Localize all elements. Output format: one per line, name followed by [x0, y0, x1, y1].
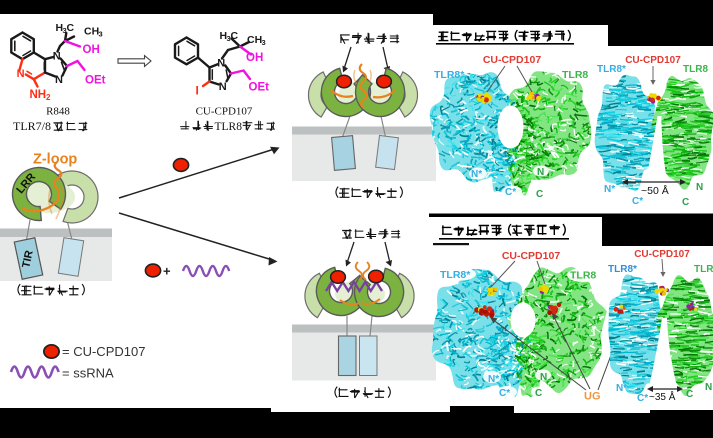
svg-text:TLR8*: TLR8*: [434, 69, 465, 81]
svg-text:OEt: OEt: [85, 75, 106, 87]
svg-text:+: +: [163, 264, 171, 279]
svg-text:NH: NH: [30, 89, 47, 101]
svg-text:3: 3: [99, 30, 103, 39]
svg-text:C: C: [67, 22, 75, 34]
svg-text:TLR8*: TLR8*: [608, 264, 637, 275]
svg-text:3: 3: [227, 34, 231, 43]
svg-text:N: N: [55, 74, 63, 86]
svg-text:C: C: [231, 30, 239, 42]
svg-text:C*: C*: [499, 388, 510, 399]
svg-text:C: C: [686, 389, 693, 400]
svg-text:= CU-CPD107: = CU-CPD107: [62, 344, 145, 359]
svg-text:C: C: [535, 388, 542, 399]
svg-text:N: N: [219, 81, 227, 93]
svg-text:C*: C*: [632, 196, 643, 207]
svg-text:OH: OH: [83, 44, 100, 56]
svg-text:TLR8: TLR8: [683, 64, 708, 75]
svg-text:TLR8: TLR8: [570, 270, 596, 282]
svg-text:CU-CPD107: CU-CPD107: [502, 250, 561, 262]
svg-text:N: N: [217, 57, 225, 69]
svg-text:CU-CPD107: CU-CPD107: [196, 106, 253, 118]
svg-text:3: 3: [63, 26, 67, 35]
svg-text:C: C: [536, 189, 543, 200]
svg-text:TLR7/8: TLR7/8: [13, 119, 51, 133]
svg-text:UG: UG: [584, 391, 601, 403]
svg-text:C*: C*: [505, 187, 516, 198]
svg-text:H: H: [56, 22, 64, 34]
svg-text:TLR8: TLR8: [694, 264, 713, 275]
svg-text:CH: CH: [84, 26, 99, 38]
svg-text:N*: N*: [488, 374, 499, 385]
svg-text:TLR8*: TLR8*: [597, 64, 626, 75]
svg-text:CH: CH: [247, 34, 262, 46]
svg-text:N: N: [696, 182, 703, 193]
svg-text:N: N: [540, 372, 547, 383]
svg-text:CU-CPD107: CU-CPD107: [634, 249, 690, 260]
svg-text:N*: N*: [604, 184, 615, 195]
svg-text:OEt: OEt: [249, 82, 270, 94]
svg-text:TLR8: TLR8: [215, 121, 243, 133]
svg-text:Z-loop: Z-loop: [33, 152, 77, 168]
svg-text:TLR8*: TLR8*: [440, 269, 471, 281]
svg-text:C: C: [682, 197, 689, 208]
svg-text:CU-CPD107: CU-CPD107: [625, 55, 681, 66]
svg-text:TIR: TIR: [20, 249, 35, 269]
svg-text:I: I: [196, 84, 199, 98]
svg-text:2: 2: [46, 93, 51, 102]
svg-text:H: H: [220, 30, 228, 42]
svg-text:C*: C*: [637, 393, 648, 404]
svg-text:3: 3: [262, 38, 266, 47]
svg-text:R848: R848: [46, 106, 70, 118]
svg-text:~50 Å: ~50 Å: [641, 184, 669, 197]
svg-text:N*: N*: [471, 169, 482, 180]
svg-text:~35 Å: ~35 Å: [649, 390, 676, 403]
svg-text:OH: OH: [246, 52, 263, 64]
svg-text:N: N: [705, 382, 712, 393]
svg-text:N: N: [537, 167, 544, 178]
svg-text:N*: N*: [616, 383, 627, 394]
svg-text:N: N: [53, 50, 61, 62]
svg-text:N: N: [17, 68, 25, 80]
svg-text:CU-CPD107: CU-CPD107: [483, 54, 542, 66]
svg-text:= ssRNA: = ssRNA: [62, 366, 114, 381]
svg-text:TLR8: TLR8: [562, 69, 588, 81]
